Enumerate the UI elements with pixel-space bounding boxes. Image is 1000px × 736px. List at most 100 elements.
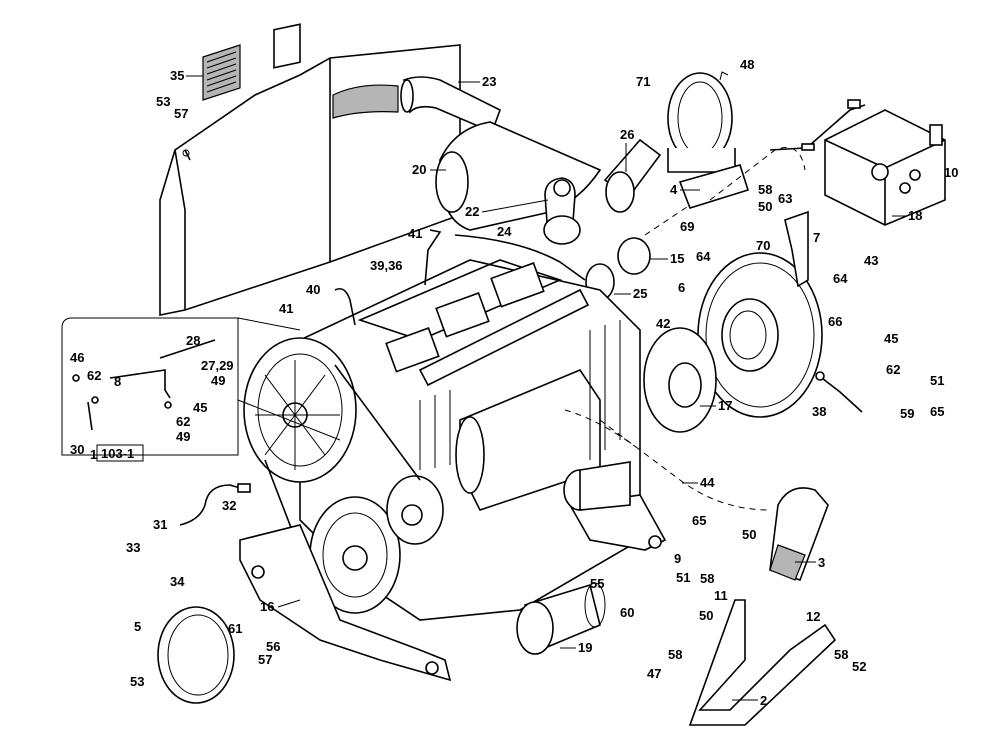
callout-58b: 58 <box>700 571 714 586</box>
callout-41b: 41 <box>279 301 293 316</box>
callout-3: 3 <box>818 555 825 570</box>
callout-53a: 53 <box>156 94 170 109</box>
exhaust-tube <box>688 599 837 726</box>
flex-exhaust-hose <box>769 487 829 582</box>
callout-47: 47 <box>647 666 661 681</box>
callout-31: 31 <box>153 517 167 532</box>
callout-43: 43 <box>864 253 878 268</box>
inset-detail-103-1 <box>61 317 239 462</box>
callout-22: 22 <box>465 204 479 219</box>
muffler-bracket <box>667 71 750 209</box>
adapter-ring <box>643 327 717 433</box>
support-bracket <box>784 210 809 288</box>
exhaust-clamp <box>543 177 581 245</box>
callout-labels: 35 53 57 23 48 71 26 20 22 4 58 50 63 69… <box>70 57 958 708</box>
callout-50a: 50 <box>758 199 772 214</box>
callout-15: 15 <box>670 251 684 266</box>
callout-1: 1 <box>90 447 97 462</box>
control-lever <box>815 371 863 413</box>
callout-55: 55 <box>590 576 604 591</box>
callout-45a: 45 <box>884 331 898 346</box>
callout-7: 7 <box>813 230 820 245</box>
callout-9: 9 <box>674 551 681 566</box>
breather-hose <box>334 287 356 326</box>
control-box <box>769 99 946 226</box>
callout-19: 19 <box>578 640 592 655</box>
callout-35: 35 <box>170 68 184 83</box>
callout-51a: 51 <box>930 373 944 388</box>
callout-49a: 49 <box>211 373 225 388</box>
inset-leader <box>237 317 341 441</box>
callout-61: 61 <box>228 621 242 636</box>
fuel-line <box>424 229 442 286</box>
callout-8: 8 <box>114 374 121 389</box>
callout-11: 11 <box>714 588 728 603</box>
callout-5: 5 <box>134 619 141 634</box>
intake-grille <box>202 44 241 101</box>
callout-57b: 57 <box>258 652 272 667</box>
callout-56: 56 <box>266 639 280 654</box>
callout-16: 16 <box>260 599 274 614</box>
callout-38: 38 <box>812 404 826 419</box>
callout-50c: 50 <box>699 608 713 623</box>
callout-3936: 39,36 <box>370 258 403 273</box>
callout-64a: 64 <box>696 249 711 264</box>
callout-6: 6 <box>678 280 685 295</box>
callout-40: 40 <box>306 282 320 297</box>
callout-32: 32 <box>222 498 236 513</box>
callout-65b: 65 <box>692 513 706 528</box>
oil-line <box>454 234 586 281</box>
callout-25: 25 <box>633 286 647 301</box>
flywheel-housing <box>697 252 823 418</box>
callout-17: 17 <box>718 398 732 413</box>
callout-62c: 62 <box>176 414 190 429</box>
callout-18: 18 <box>908 208 922 223</box>
callout-52: 52 <box>852 659 866 674</box>
fan-shroud-ring <box>157 606 235 704</box>
air-filter <box>516 582 606 655</box>
callout-48: 48 <box>740 57 754 72</box>
starter-motor <box>563 461 631 511</box>
sensor-connector <box>237 483 251 493</box>
callout-2: 2 <box>760 693 767 708</box>
callout-4: 4 <box>670 182 678 197</box>
callout-58d: 58 <box>834 647 848 662</box>
callout-12: 12 <box>806 609 820 624</box>
callout-57a: 57 <box>174 106 188 121</box>
callout-2729: 27,29 <box>201 358 234 373</box>
alternator-pulley <box>386 475 444 545</box>
callout-64b: 64 <box>833 271 848 286</box>
callout-58c: 58 <box>668 647 682 662</box>
callout-49b: 49 <box>176 429 190 444</box>
engine-base-frame <box>239 524 452 682</box>
callout-28: 28 <box>186 333 200 348</box>
callout-42: 42 <box>656 316 670 331</box>
muffler <box>435 121 602 231</box>
cooling-fan <box>243 337 357 483</box>
callout-71: 71 <box>636 74 650 89</box>
callout-10: 10 <box>944 165 958 180</box>
exhaust-tailpipe <box>603 138 662 213</box>
callout-70: 70 <box>756 238 770 253</box>
callout-41a: 41 <box>408 226 422 241</box>
callout-23: 23 <box>482 74 496 89</box>
callout-65a: 65 <box>930 404 944 419</box>
callout-34: 34 <box>170 574 185 589</box>
callout-20: 20 <box>412 162 426 177</box>
callout-26: 26 <box>620 127 634 142</box>
callout-50b: 50 <box>742 527 756 542</box>
callout-53b: 53 <box>130 674 144 689</box>
callout-58a: 58 <box>758 182 772 197</box>
callout-62a: 62 <box>886 362 900 377</box>
callout-24: 24 <box>497 224 512 239</box>
reference-line <box>564 147 806 511</box>
callout-30: 30 <box>70 442 84 457</box>
callout-44: 44 <box>700 475 715 490</box>
callout-63: 63 <box>778 191 792 206</box>
sensor-cable <box>179 484 241 526</box>
callout-45b: 45 <box>193 400 207 415</box>
callout-33: 33 <box>126 540 140 555</box>
callout-66: 66 <box>828 314 842 329</box>
callout-60: 60 <box>620 605 634 620</box>
